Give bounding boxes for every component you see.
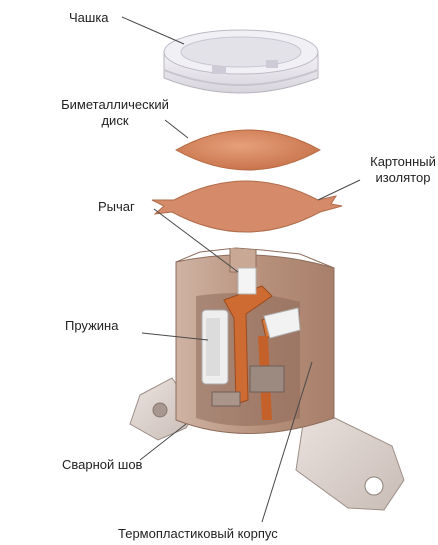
bimetal-disk-part (176, 130, 320, 170)
housing-part (130, 248, 404, 510)
leader-cup (122, 17, 184, 44)
label-bimetal-line1: Биметаллический (45, 97, 185, 113)
label-insulator-line1: Картонный (365, 154, 438, 170)
label-lever: Рычаг (98, 199, 135, 215)
label-spring: Пружина (65, 318, 118, 334)
label-insulator: Картонный изолятор (365, 154, 438, 186)
label-housing: Термопластиковый корпус (118, 526, 278, 542)
label-weld: Сварной шов (62, 457, 142, 473)
label-bimetal-disk: Биметаллический диск (45, 97, 185, 129)
label-cup: Чашка (69, 10, 109, 26)
cup-part (164, 30, 318, 93)
label-insulator-line2: изолятор (365, 170, 438, 186)
leader-insulator (318, 180, 360, 200)
label-bimetal-line2: диск (45, 113, 185, 129)
insulator-part (152, 181, 342, 232)
